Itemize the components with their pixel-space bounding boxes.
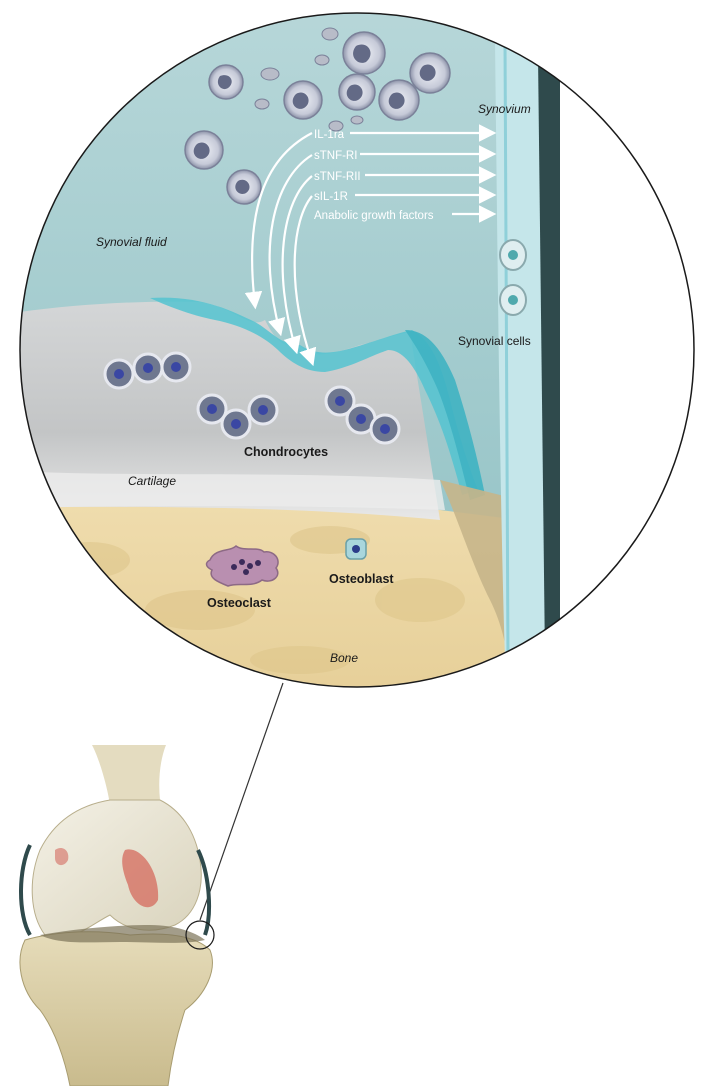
- label-synovial-fluid: Synovial fluid: [96, 235, 167, 249]
- tibia: [19, 931, 213, 1086]
- immune-cell: [378, 79, 420, 121]
- chondrocyte: [247, 394, 279, 426]
- diffusion-arrows: [244, 132, 317, 367]
- chondrocyte: [196, 393, 228, 425]
- osteoclast-cell: [205, 545, 279, 587]
- chondrocyte: [160, 351, 192, 383]
- chondrocyte: [345, 403, 377, 435]
- joint-space: [40, 925, 205, 943]
- immune-cells: [184, 27, 451, 205]
- immune-cell: [283, 80, 323, 120]
- immune-cell: [208, 64, 244, 100]
- synovial-cell: [499, 284, 527, 316]
- cartilage-lesion: [122, 849, 159, 908]
- magnifier-outline: [19, 12, 695, 688]
- osteoblast-cell: [345, 538, 367, 560]
- zoom-connector-line: [199, 682, 284, 921]
- synovium-outer-light: [560, 70, 694, 687]
- chondrocyte: [220, 408, 252, 440]
- cartilage-highlight: [20, 470, 445, 510]
- joint-capsule-left: [19, 844, 32, 937]
- magnified-view: IL-1ra sTNF-RI sTNF-RII sIL-1R Anabolic …: [20, 13, 694, 687]
- fluid-drip: [405, 330, 485, 500]
- label-chondrocytes: Chondrocytes: [244, 445, 328, 459]
- chondrocytes: [103, 351, 401, 445]
- knee-joint-illustration: [19, 745, 215, 1086]
- femur-shaft: [92, 745, 166, 805]
- immune-cell: [338, 73, 376, 111]
- immune-cell: [342, 31, 386, 75]
- synovium-arrows: [350, 124, 497, 223]
- zoom-target-circle: [185, 920, 215, 950]
- surface-fluid-layer: [150, 297, 478, 495]
- label-synovial-cells: Synovial cells: [458, 334, 531, 348]
- chondrocyte: [132, 352, 164, 384]
- femur: [31, 799, 202, 939]
- label-cartilage: Cartilage: [128, 474, 176, 488]
- factor-label-sil1r: sIL-1R: [314, 191, 348, 203]
- factor-label-stnf-rii: sTNF-RII: [314, 171, 361, 183]
- chondrocyte: [324, 385, 356, 417]
- synovium-inner-edge: [503, 39, 510, 661]
- cartilage-lesion: [55, 848, 69, 866]
- label-bone: Bone: [330, 651, 358, 665]
- immune-cell: [226, 169, 262, 205]
- label-synovium: Synovium: [478, 102, 531, 116]
- factor-label-stnf-ri: sTNF-RI: [314, 150, 357, 162]
- factor-label-il1ra: IL-1ra: [314, 129, 345, 141]
- chondrocyte: [369, 413, 401, 445]
- joint-capsule-right: [196, 849, 212, 936]
- label-osteoclast: Osteoclast: [207, 596, 272, 610]
- immune-cell: [184, 130, 224, 170]
- synovium-outer-dark: [538, 55, 560, 660]
- label-osteoblast: Osteoblast: [329, 572, 394, 586]
- factor-label-anabolic-growth-factors: Anabolic growth factors: [314, 210, 434, 222]
- synovial-cell: [499, 239, 527, 271]
- chondrocyte: [103, 358, 135, 390]
- immune-cell: [409, 52, 451, 94]
